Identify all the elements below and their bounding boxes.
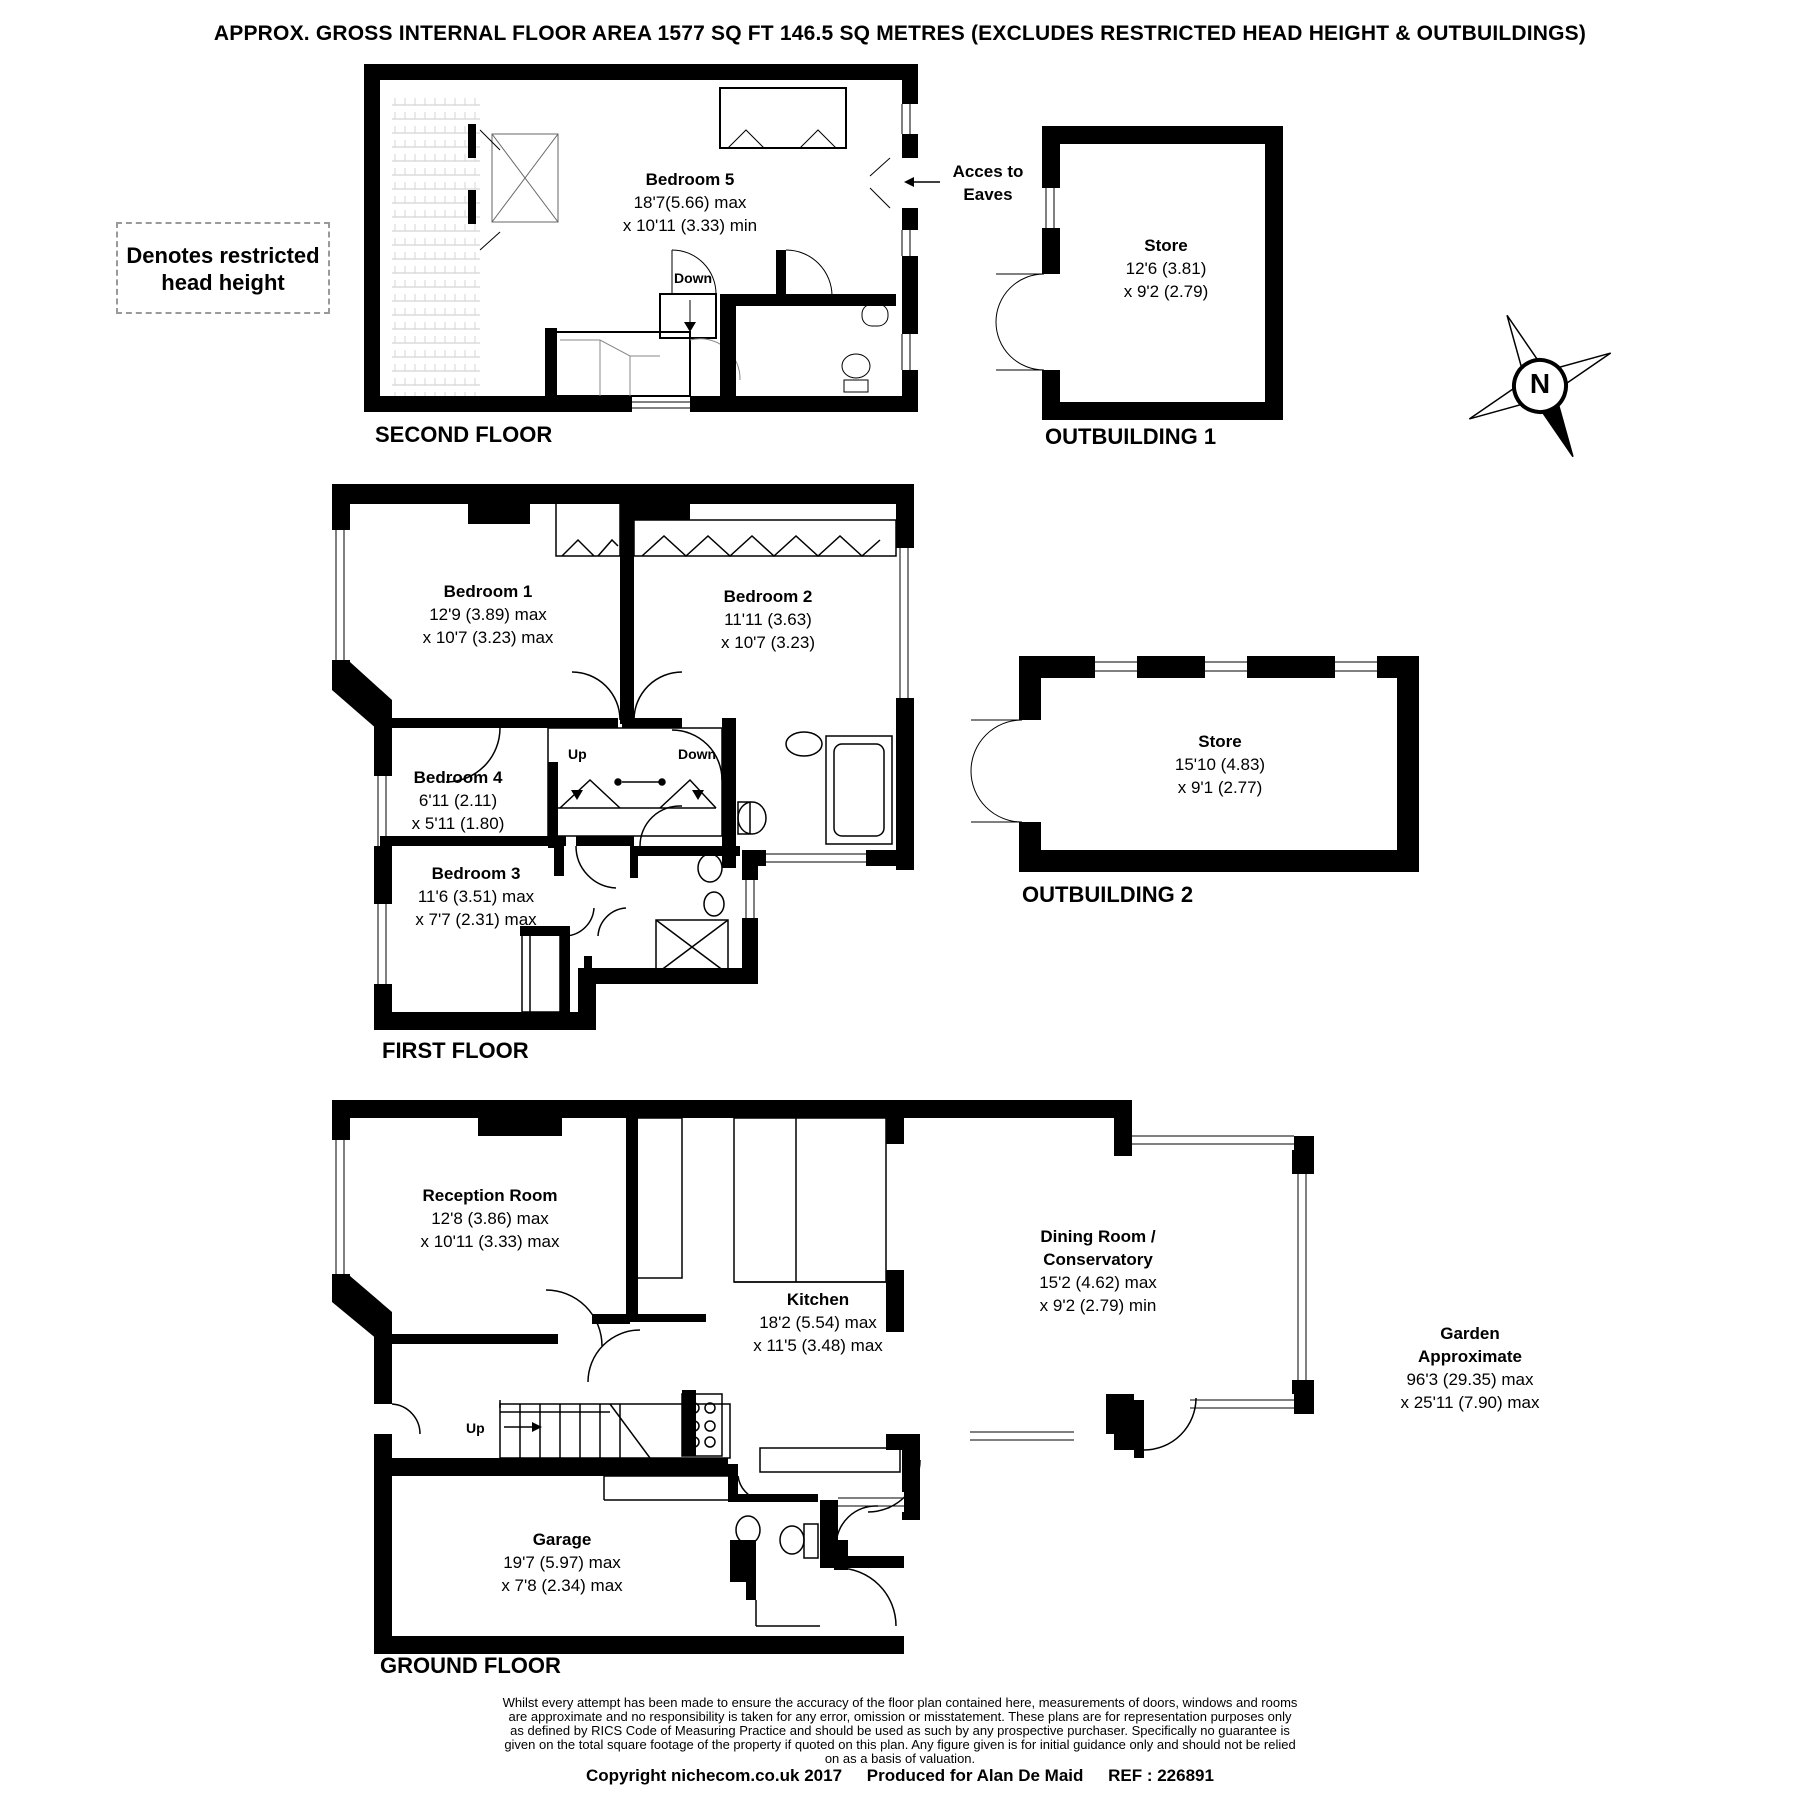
room-name: Kitchen <box>786 1290 850 1309</box>
room-dining-conservatory: Dining Room / Conservatory 15'2 (4.62) m… <box>1039 1225 1157 1317</box>
room-dimension-2: x 7'8 (2.34) max <box>501 1576 623 1595</box>
disclaimer-line: given on the total square footage of the… <box>504 1737 1296 1752</box>
copyright-text: Copyright nichecom.co.uk 2017 <box>586 1766 843 1785</box>
room-garage: Garage 19'7 (5.97) max x 7'8 (2.34) max <box>501 1528 622 1597</box>
disclaimer-line: are approximate and no responsibility is… <box>508 1709 1292 1724</box>
room-dimension-1: 19'7 (5.97) max <box>503 1553 621 1572</box>
room-reception: Reception Room 12'8 (3.86) max x 10'11 (… <box>421 1184 560 1253</box>
outbuilding-1-label: OUTBUILDING 1 <box>1045 424 1217 449</box>
room-name: Dining Room / <box>1040 1227 1156 1246</box>
first-floor-plan <box>329 484 917 1030</box>
eaves-line-1: Acces to <box>952 162 1024 181</box>
outbuilding-2-plan <box>970 655 1419 872</box>
room-dimension-2: x 10'11 (3.33) min <box>622 216 758 235</box>
garden-label: Garden Approximate 96'3 (29.35) max x 25… <box>1401 1322 1540 1414</box>
disclaimer-line: on as a basis of valuation. <box>824 1751 976 1766</box>
stairs-down-label-first: Down <box>678 746 717 762</box>
room-dimension-1: 12'6 (3.81) <box>1125 259 1207 278</box>
room-name-2: Approximate <box>1418 1347 1522 1366</box>
room-store-outbuilding-1: Store 12'6 (3.81) x 9'2 (2.79) <box>1124 234 1209 303</box>
room-dimension-1: 12'8 (3.86) max <box>431 1209 549 1228</box>
room-name: Garage <box>532 1530 592 1549</box>
room-name: Store <box>1144 236 1188 255</box>
ground-floor-label: GROUND FLOOR <box>380 1653 561 1678</box>
north-compass-icon <box>1468 314 1612 458</box>
produced-for-text: Produced for Alan De Maid <box>866 1766 1084 1785</box>
room-name-2: Conservatory <box>1043 1250 1153 1269</box>
second-floor-label: SECOND FLOOR <box>375 422 553 447</box>
room-name: Bedroom 2 <box>723 587 813 606</box>
ground-floor-plan <box>329 1100 1314 1654</box>
room-dimension-2: x 11'5 (3.48) max <box>753 1336 883 1355</box>
outbuilding-1-plan <box>995 126 1283 420</box>
room-dimension-1: 6'11 (2.11) <box>418 791 498 810</box>
restricted-head-height-area <box>392 92 480 404</box>
room-bedroom-2: Bedroom 2 11'11 (3.63) x 10'7 (3.23) <box>721 585 815 654</box>
room-kitchen: Kitchen 18'2 (5.54) max x 11'5 (3.48) ma… <box>753 1288 883 1357</box>
room-dimension-1: 15'2 (4.62) max <box>1039 1273 1157 1292</box>
footer: Copyright nichecom.co.uk 2017 Produced f… <box>0 1766 1800 1786</box>
second-floor-plan <box>364 64 927 412</box>
room-name: Store <box>1198 732 1242 751</box>
room-dimension-2: x 5'11 (1.80) <box>411 814 505 833</box>
room-dimension-1: 12'9 (3.89) max <box>429 605 547 624</box>
room-dimension-2: x 9'1 (2.77) <box>1177 778 1263 797</box>
outbuilding-2-label: OUTBUILDING 2 <box>1022 882 1194 907</box>
compass-letter: N <box>1529 368 1551 399</box>
room-name: Garden <box>1440 1324 1500 1343</box>
page-header: APPROX. GROSS INTERNAL FLOOR AREA 1577 S… <box>213 22 1587 45</box>
room-name: Bedroom 1 <box>443 582 533 601</box>
room-name: Bedroom 3 <box>431 864 521 883</box>
legend-restricted-head-height: Denotes restricted head height <box>116 222 330 314</box>
room-dimension-2: x 9'2 (2.79) min <box>1039 1296 1157 1315</box>
room-dimension-1: 15'10 (4.83) <box>1174 755 1266 774</box>
room-bedroom-5: Bedroom 5 18'7(5.66) max x 10'11 (3.33) … <box>623 168 757 237</box>
room-dimension-2: x 10'11 (3.33) max <box>420 1232 560 1251</box>
room-bedroom-1: Bedroom 1 12'9 (3.89) max x 10'7 (3.23) … <box>423 580 554 649</box>
room-dimension-2: x 10'7 (3.23) max <box>422 628 554 647</box>
room-dimension-2: x 9'2 (2.79) <box>1123 282 1209 301</box>
room-dimension-1: 11'11 (3.63) <box>724 610 812 629</box>
room-dimension-1: 11'6 (3.51) max <box>417 887 535 906</box>
room-dimension-2: x 7'7 (2.31) max <box>415 910 537 929</box>
room-dimension-2: x 25'11 (7.90) max <box>1400 1393 1540 1412</box>
first-floor-label: FIRST FLOOR <box>382 1038 529 1063</box>
disclaimer-line: as defined by RICS Code of Measuring Pra… <box>510 1723 1290 1738</box>
room-dimension-1: 96'3 (29.35) max <box>1406 1370 1534 1389</box>
room-name: Reception Room <box>422 1186 558 1205</box>
room-bedroom-4: Bedroom 4 6'11 (2.11) x 5'11 (1.80) <box>412 766 505 835</box>
reference-text: REF : 226891 <box>1108 1766 1214 1785</box>
room-dimension-1: 18'7(5.66) max <box>633 193 747 212</box>
legend-line-1: Denotes restricted <box>126 243 320 268</box>
disclaimer-line: Whilst every attempt has been made to en… <box>502 1695 1298 1710</box>
room-bedroom-3: Bedroom 3 11'6 (3.51) max x 7'7 (2.31) m… <box>415 862 536 931</box>
eaves-access-label: Acces to Eaves <box>953 160 1024 206</box>
legend-line-2: head height <box>161 270 285 295</box>
stairs-up-label-ground: Up <box>466 1420 485 1436</box>
eaves-line-2: Eaves <box>963 185 1013 204</box>
room-name: Bedroom 5 <box>645 170 735 189</box>
stairs-up-label-first: Up <box>568 746 587 762</box>
stairs-down-label-second: Down <box>674 270 713 286</box>
disclaimer: Whilst every attempt has been made to en… <box>400 1696 1400 1766</box>
room-dimension-1: 18'2 (5.54) max <box>759 1313 877 1332</box>
room-store-outbuilding-2: Store 15'10 (4.83) x 9'1 (2.77) <box>1175 730 1265 799</box>
room-dimension-2: x 10'7 (3.23) <box>721 633 815 652</box>
room-name: Bedroom 4 <box>413 768 503 787</box>
